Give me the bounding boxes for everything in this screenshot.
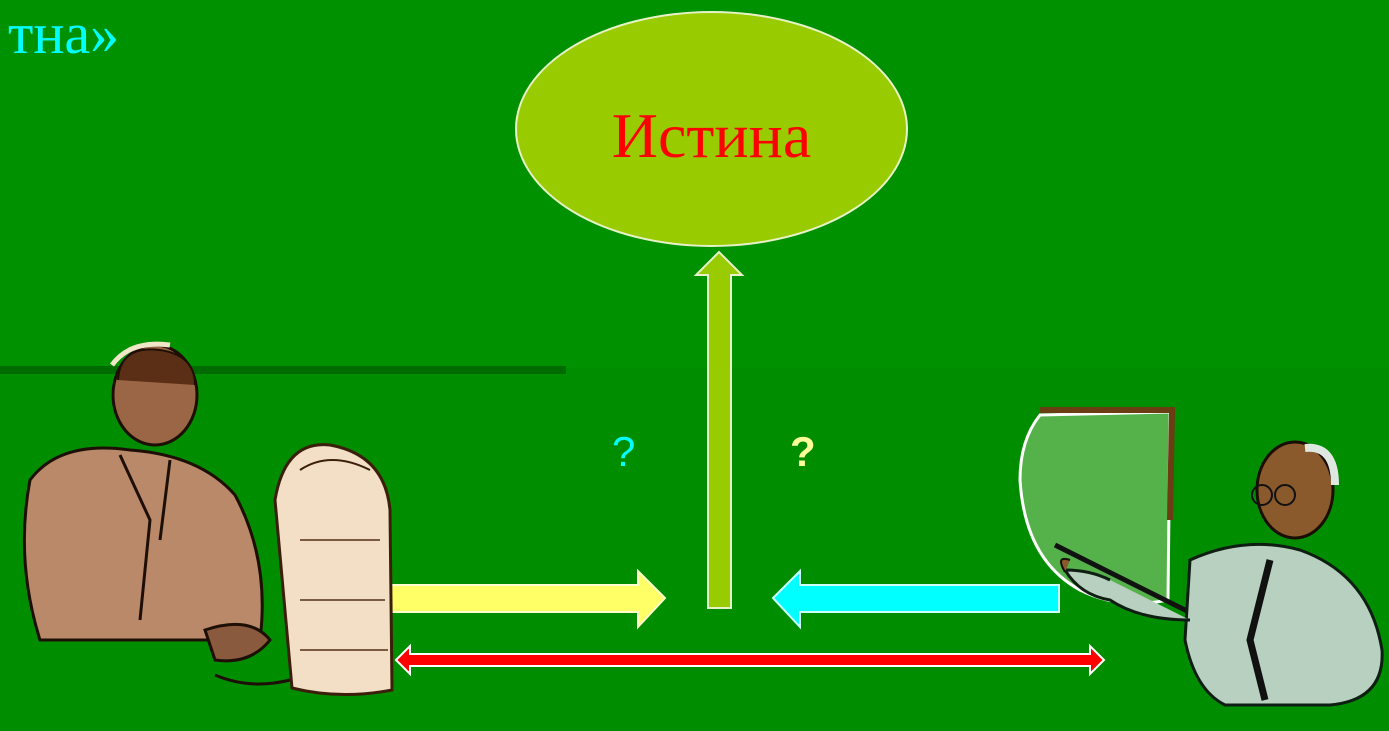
person-at-computer-icon bbox=[22, 341, 394, 697]
left-arrow bbox=[362, 568, 667, 630]
truth-label: Истина bbox=[611, 100, 812, 171]
question-mark-right: ? bbox=[790, 428, 816, 475]
bidirectional-arrow bbox=[394, 643, 1106, 677]
up-arrow bbox=[693, 250, 745, 609]
divider bbox=[0, 366, 566, 374]
question-mark-left: ? bbox=[612, 428, 636, 475]
title-fragment: тна» bbox=[8, 1, 120, 66]
lecturer-with-board-icon bbox=[1018, 407, 1384, 707]
truth-oval bbox=[515, 11, 908, 247]
right-arrow bbox=[771, 568, 1060, 630]
